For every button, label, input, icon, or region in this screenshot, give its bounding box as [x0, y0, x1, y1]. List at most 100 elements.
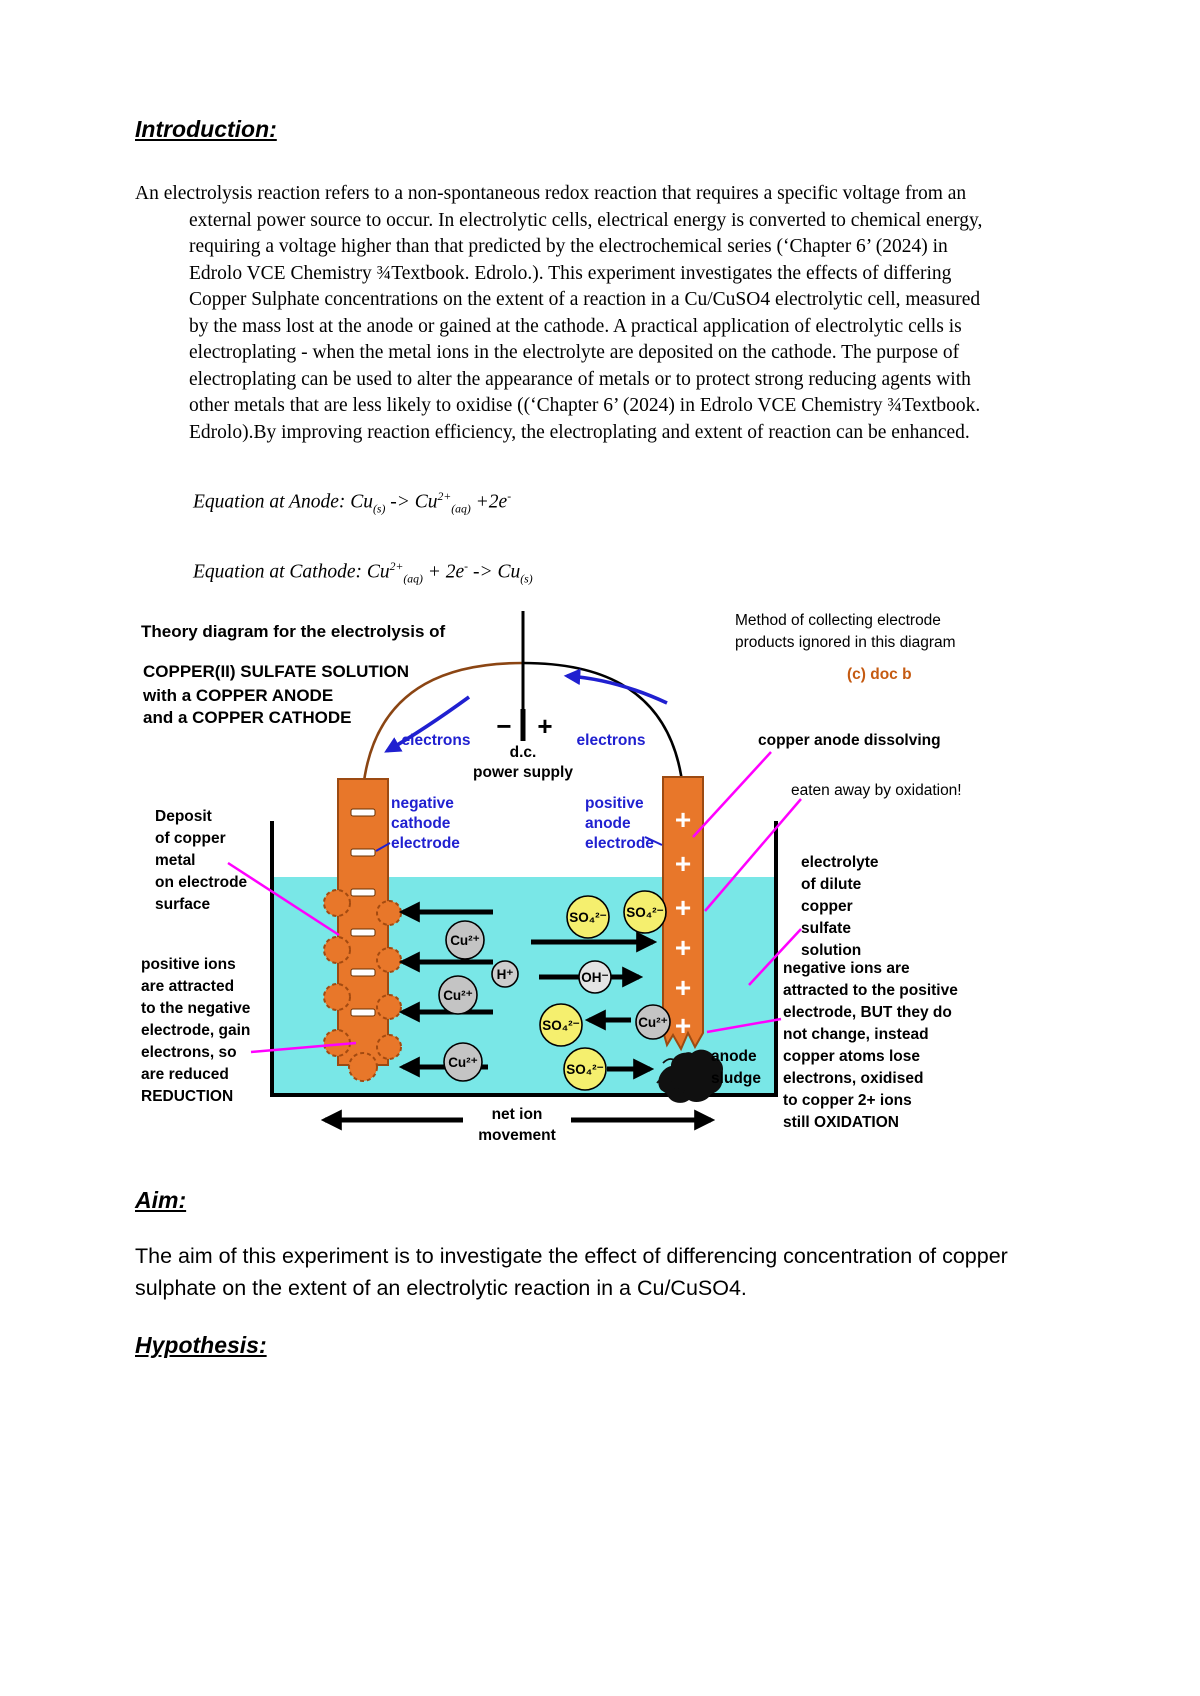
svg-text:surface: surface — [155, 896, 211, 913]
hypothesis-heading: Hypothesis: — [135, 1332, 267, 1359]
equation-cathode: Equation at Cathode: Cu2+(aq) + 2e- -> C… — [193, 560, 1080, 585]
svg-text:of dilute: of dilute — [801, 876, 862, 893]
svg-text:to the negative: to the negative — [141, 1000, 251, 1017]
svg-text:metal: metal — [155, 852, 196, 869]
equation-anode-state-aq: (aq) — [451, 502, 471, 516]
cathode-minus-marks — [350, 808, 376, 1017]
equation-anode-electrons: +2e — [470, 491, 508, 513]
net-ion-movement: net ion movement — [320, 1106, 716, 1144]
copper-deposit-bumps — [323, 888, 402, 1082]
svg-text:SO₄²⁻: SO₄²⁻ — [542, 1018, 580, 1033]
equation-anode-text: Equation at Anode: Cu — [193, 491, 374, 513]
svg-text:solution: solution — [801, 942, 861, 959]
sulfate-ion: SO₄²⁻ — [566, 895, 610, 939]
svg-text:Cu²⁺: Cu²⁺ — [448, 1055, 478, 1070]
anode-dissolving-label: copper anode dissolving — [758, 732, 941, 749]
terminal-plus: + — [537, 711, 552, 741]
net-ion-line1: net ion — [492, 1106, 543, 1123]
svg-text:negative ions are: negative ions are — [783, 960, 910, 977]
deposit-label: Deposit of copper metal on electrode sur… — [155, 808, 248, 913]
equation-anode: Equation at Anode: Cu(s) -> Cu2+(aq) +2e… — [193, 490, 1080, 515]
svg-text:+: + — [675, 848, 691, 879]
svg-text:+: + — [675, 932, 691, 963]
electrons-label-left: electrons — [402, 732, 471, 749]
equation-anode-charge: 2+ — [437, 490, 452, 504]
svg-text:still OXIDATION: still OXIDATION — [783, 1114, 899, 1131]
aim-paragraph: The aim of this experiment is to investi… — [135, 1243, 1008, 1301]
equation-anode-arrow: -> Cu — [385, 491, 438, 513]
svg-text:+: + — [675, 1010, 691, 1041]
svg-text:+: + — [675, 892, 691, 923]
electrolyte-label: electrolyte of dilute copper sulfate sol… — [801, 854, 879, 959]
magenta-pointer-lines — [227, 751, 802, 1054]
copper-ion: Cu²⁺ — [635, 1004, 671, 1040]
svg-text:electrode: electrode — [391, 835, 460, 852]
svg-text:electrode: electrode — [585, 835, 654, 852]
svg-text:Cu²⁺: Cu²⁺ — [450, 933, 480, 948]
method-note-line1: Method of collecting electrode — [735, 612, 941, 629]
svg-text:are attracted: are attracted — [141, 978, 234, 995]
net-ion-line2: movement — [478, 1127, 556, 1144]
anode-label-pointer — [644, 836, 663, 846]
reduction-label: positive ions are attracted to the negat… — [141, 956, 251, 1105]
ions: SO₄²⁻ SO₄²⁻ SO₄²⁻ SO₄²⁻ Cu²⁺ — [438, 890, 671, 1091]
pointer-eaten-away — [704, 798, 802, 912]
equation-cathode-state-aq: (aq) — [403, 571, 423, 585]
svg-text:SO₄²⁻: SO₄²⁻ — [626, 905, 664, 920]
equation-cathode-state-solid: (s) — [520, 571, 533, 585]
svg-text:of copper: of copper — [155, 830, 226, 847]
introduction-heading: Introduction: — [135, 116, 277, 142]
tank — [270, 820, 778, 1097]
pointer-electrolyte — [748, 928, 802, 986]
diagram-title-line2: COPPER(II) SULFATE SOLUTION — [143, 662, 409, 681]
document-page: Introduction: An electrolysis reaction r… — [133, 116, 1080, 1359]
power-supply-label: power supply — [473, 764, 573, 781]
sludge-label-line2: sludge — [711, 1070, 761, 1087]
diagram-title-line3: with a COPPER ANODE — [142, 686, 333, 705]
svg-text:anode: anode — [585, 815, 631, 832]
svg-text:Cu²⁺: Cu²⁺ — [638, 1015, 668, 1030]
svg-text:on electrode: on electrode — [155, 874, 248, 891]
svg-text:copper: copper — [801, 898, 853, 915]
wire-left — [361, 661, 524, 790]
terminal-minus: − — [496, 711, 511, 741]
copper-ion: Cu²⁺ — [438, 975, 478, 1015]
hydrogen-ion: H⁺ — [491, 960, 519, 988]
electron-flow-arrow-left — [384, 695, 471, 753]
copper-ion: Cu²⁺ — [445, 920, 485, 960]
svg-text:attracted to the positive: attracted to the positive — [783, 982, 958, 999]
cathode-label-pointer — [375, 842, 391, 852]
svg-text:OH⁻: OH⁻ — [581, 970, 608, 985]
diagram-title-line1: Theory diagram for the electrolysis of — [141, 622, 446, 641]
electrolysis-diagram-svg: Theory diagram for the electrolysis of C… — [141, 610, 962, 1144]
equation-cathode-charge: 2+ — [389, 559, 404, 573]
svg-text:sulfate: sulfate — [801, 920, 851, 937]
copper-ion: Cu²⁺ — [443, 1042, 483, 1082]
electrolysis-diagram: Theory diagram for the electrolysis of C… — [133, 605, 1005, 1155]
hydroxide-ion: OH⁻ — [578, 960, 612, 994]
svg-text:electrons, oxidised: electrons, oxidised — [783, 1070, 923, 1087]
electron-flow-arrow-right — [563, 668, 668, 705]
eaten-away-label: eaten away by oxidation! — [791, 782, 962, 799]
credit-text: (c) doc b — [847, 666, 912, 683]
cathode-label: negative cathode electrode — [375, 795, 460, 852]
anode-plus-marks: + + + + + + — [675, 804, 691, 1041]
equation-anode-electron-charge: - — [507, 490, 512, 504]
svg-text:Deposit: Deposit — [155, 808, 212, 825]
svg-text:SO₄²⁻: SO₄²⁻ — [566, 1062, 604, 1077]
equation-cathode-arrow: -> Cu — [468, 561, 521, 583]
anode-sludge: anode sludge — [656, 1048, 761, 1103]
sulfate-ion: SO₄²⁻ — [623, 890, 667, 934]
svg-text:positive ions: positive ions — [141, 956, 236, 973]
oxidation-label: negative ions are attracted to the posit… — [783, 960, 958, 1131]
dc-label: d.c. — [510, 744, 537, 761]
anode-electrode: + + + + + + — [662, 775, 704, 1052]
pointer-reduction — [250, 1041, 357, 1054]
sludge-label-line1: anode — [711, 1048, 757, 1065]
pointer-oxidation — [706, 1017, 782, 1034]
introduction-paragraph: An electrolysis reaction refers to a non… — [135, 183, 983, 443]
sulfate-ion: SO₄²⁻ — [563, 1047, 607, 1091]
svg-text:electrode, BUT they do: electrode, BUT they do — [783, 1004, 952, 1021]
svg-text:positive: positive — [585, 795, 644, 812]
svg-text:not change, instead: not change, instead — [783, 1026, 929, 1043]
